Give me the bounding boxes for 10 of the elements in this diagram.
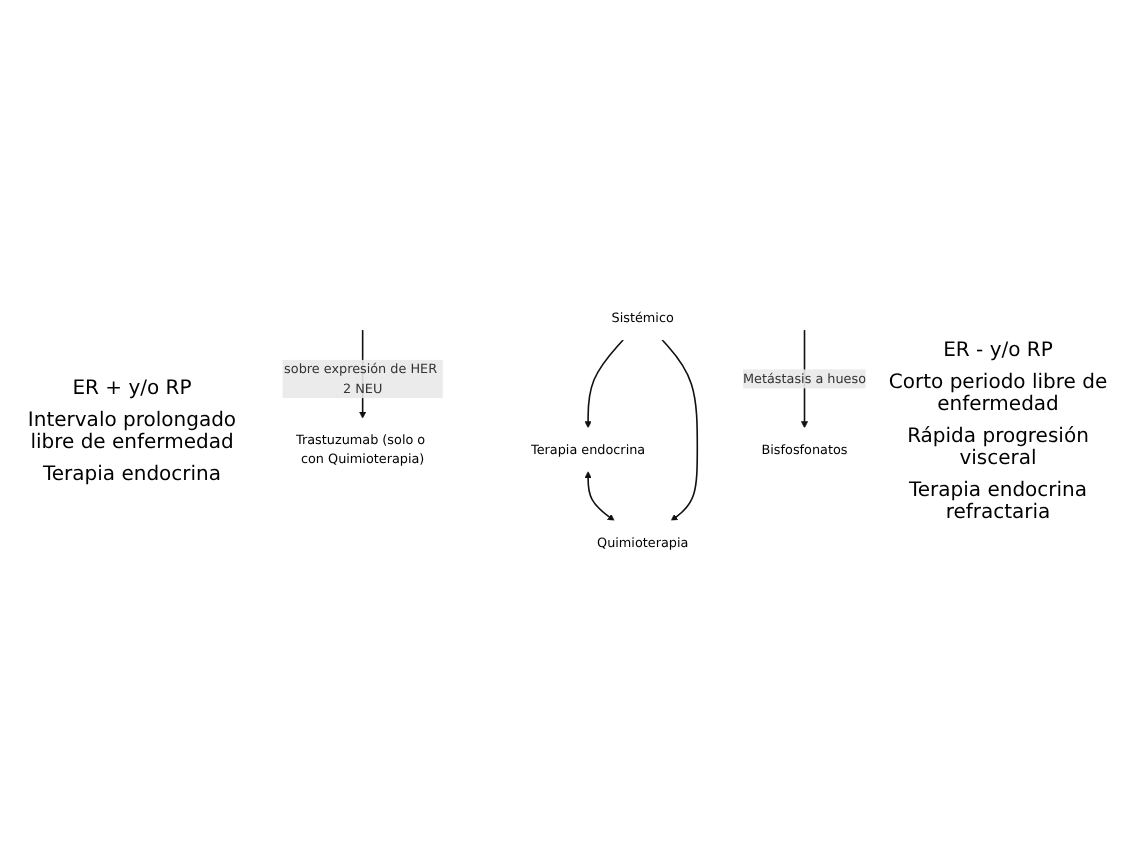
note-text: ER + y/o RP <box>70 377 194 399</box>
arrow <box>584 471 615 522</box>
note-text: Terapia endocrina <box>40 463 224 485</box>
note-text: ER - y/o RP <box>941 339 1055 361</box>
note-text: Terapia endocrina refractaria <box>906 479 1090 523</box>
arrow <box>661 339 699 522</box>
note-text: Corto periodo libre de enfermedad <box>886 371 1110 415</box>
note-text: Intervalo prolongado libre de enfermedad <box>25 409 239 453</box>
note-text: Rápida progresión visceral <box>905 425 1091 469</box>
arrow <box>584 339 625 429</box>
